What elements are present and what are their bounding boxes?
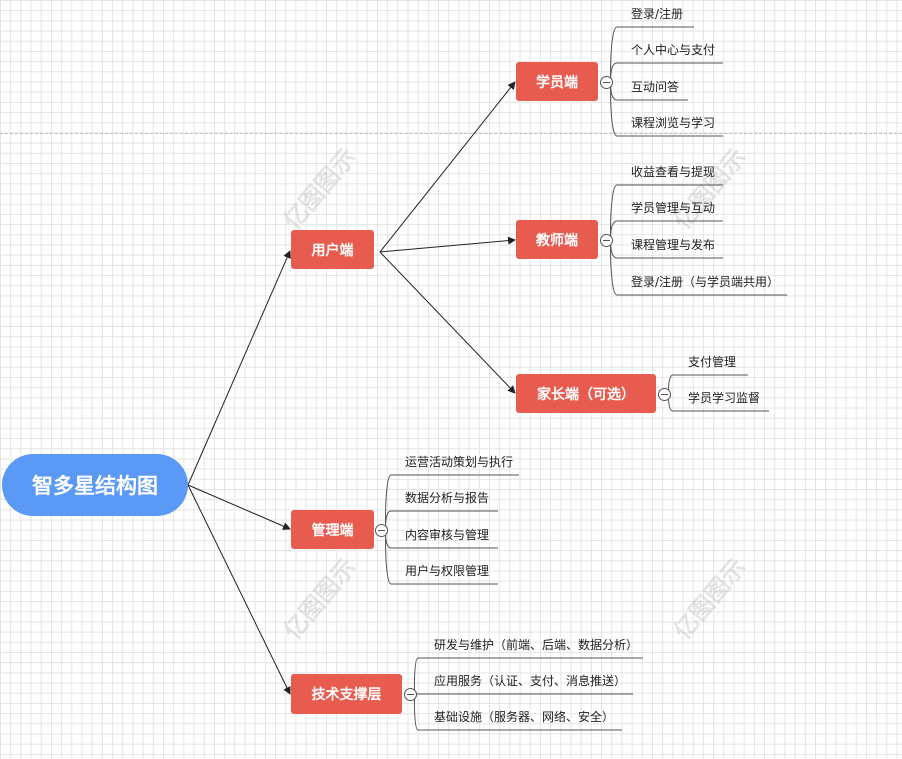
collapse-toggle-icon[interactable] xyxy=(658,388,671,401)
leaf-teacher[interactable]: 学员管理与互动 xyxy=(631,201,716,215)
leaf-tech[interactable]: 基础设施（服务器、网络、安全） xyxy=(434,710,615,724)
leaf-teacher[interactable]: 登录/注册（与学员端共用） xyxy=(631,275,780,289)
node-student[interactable]: 学员端 xyxy=(516,62,598,101)
leaf-admin[interactable]: 内容审核与管理 xyxy=(405,528,490,542)
leaf-admin[interactable]: 数据分析与报告 xyxy=(405,491,490,505)
leaf-parent[interactable]: 学员学习监督 xyxy=(688,391,761,405)
node-tech[interactable]: 技术支撑层 xyxy=(291,674,402,714)
leaf-tech[interactable]: 应用服务（认证、支付、消息推送） xyxy=(434,674,627,688)
leaf-student[interactable]: 互动问答 xyxy=(631,80,680,94)
leaf-tech[interactable]: 研发与维护（前端、后端、数据分析） xyxy=(434,638,639,652)
edge-user-student xyxy=(379,81,516,253)
leaf-student[interactable]: 课程浏览与学习 xyxy=(631,116,716,130)
leaf-parent[interactable]: 支付管理 xyxy=(688,355,737,369)
edge-root-tech xyxy=(187,484,291,695)
leaf-admin[interactable]: 用户与权限管理 xyxy=(405,564,490,578)
leaf-student[interactable]: 登录/注册 xyxy=(631,7,684,21)
leaf-student[interactable]: 个人中心与支付 xyxy=(631,43,716,57)
edge-user-teacher xyxy=(379,236,516,253)
collapse-toggle-icon[interactable] xyxy=(600,234,613,247)
leaf-teacher[interactable]: 课程管理与发布 xyxy=(631,238,716,252)
collapse-toggle-icon[interactable] xyxy=(600,76,613,89)
leaf-teacher[interactable]: 收益查看与提现 xyxy=(631,165,716,179)
edge-user-parent xyxy=(379,251,516,394)
node-parent[interactable]: 家长端（可选） xyxy=(516,374,656,413)
edge-root-user xyxy=(187,250,291,486)
node-user[interactable]: 用户端 xyxy=(291,230,374,269)
node-admin[interactable]: 管理端 xyxy=(291,510,374,549)
collapse-toggle-icon[interactable] xyxy=(404,688,417,701)
collapse-toggle-icon[interactable] xyxy=(375,524,388,537)
root-node[interactable]: 智多星结构图 xyxy=(2,454,188,516)
page-break-line xyxy=(0,133,902,134)
leaf-admin[interactable]: 运营活动策划与执行 xyxy=(405,455,514,469)
node-teacher[interactable]: 教师端 xyxy=(516,220,598,259)
edge-root-admin xyxy=(187,484,291,530)
